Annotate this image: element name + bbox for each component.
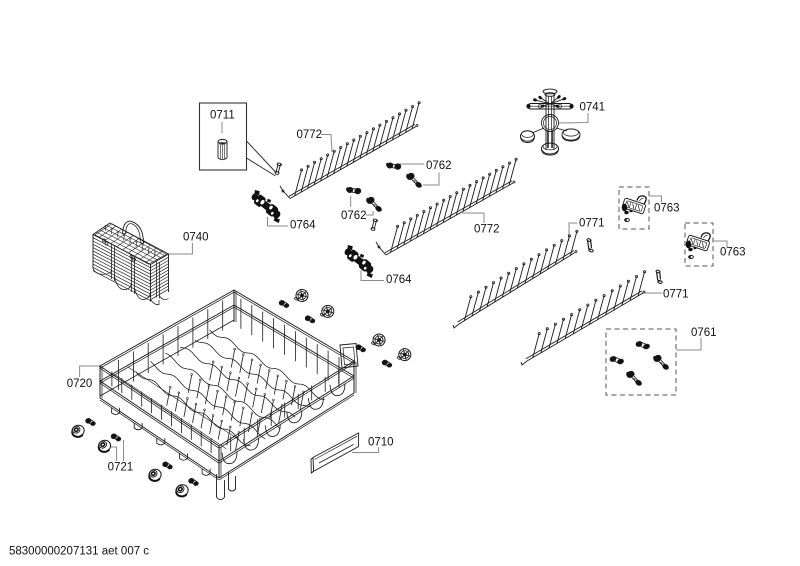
svg-text:0771: 0771 (579, 217, 605, 229)
svg-text:0771: 0771 (663, 288, 689, 300)
svg-text:0761: 0761 (691, 327, 717, 339)
svg-text:0740: 0740 (183, 231, 209, 243)
svg-text:0741: 0741 (580, 102, 606, 114)
svg-text:0772: 0772 (474, 223, 500, 235)
svg-text:0711: 0711 (210, 110, 235, 122)
svg-text:0764: 0764 (386, 274, 412, 286)
svg-text:58300000207131 aet 007 c: 58300000207131 aet 007 c (9, 545, 149, 557)
svg-text:0763: 0763 (654, 202, 680, 214)
svg-text:0762: 0762 (341, 210, 367, 222)
svg-text:0764: 0764 (290, 219, 316, 231)
svg-text:0762: 0762 (426, 160, 452, 172)
svg-text:0720: 0720 (67, 378, 93, 390)
svg-text:0721: 0721 (108, 461, 134, 473)
svg-text:0763: 0763 (720, 246, 746, 258)
svg-text:0710: 0710 (368, 436, 394, 448)
svg-text:0772: 0772 (297, 129, 323, 141)
